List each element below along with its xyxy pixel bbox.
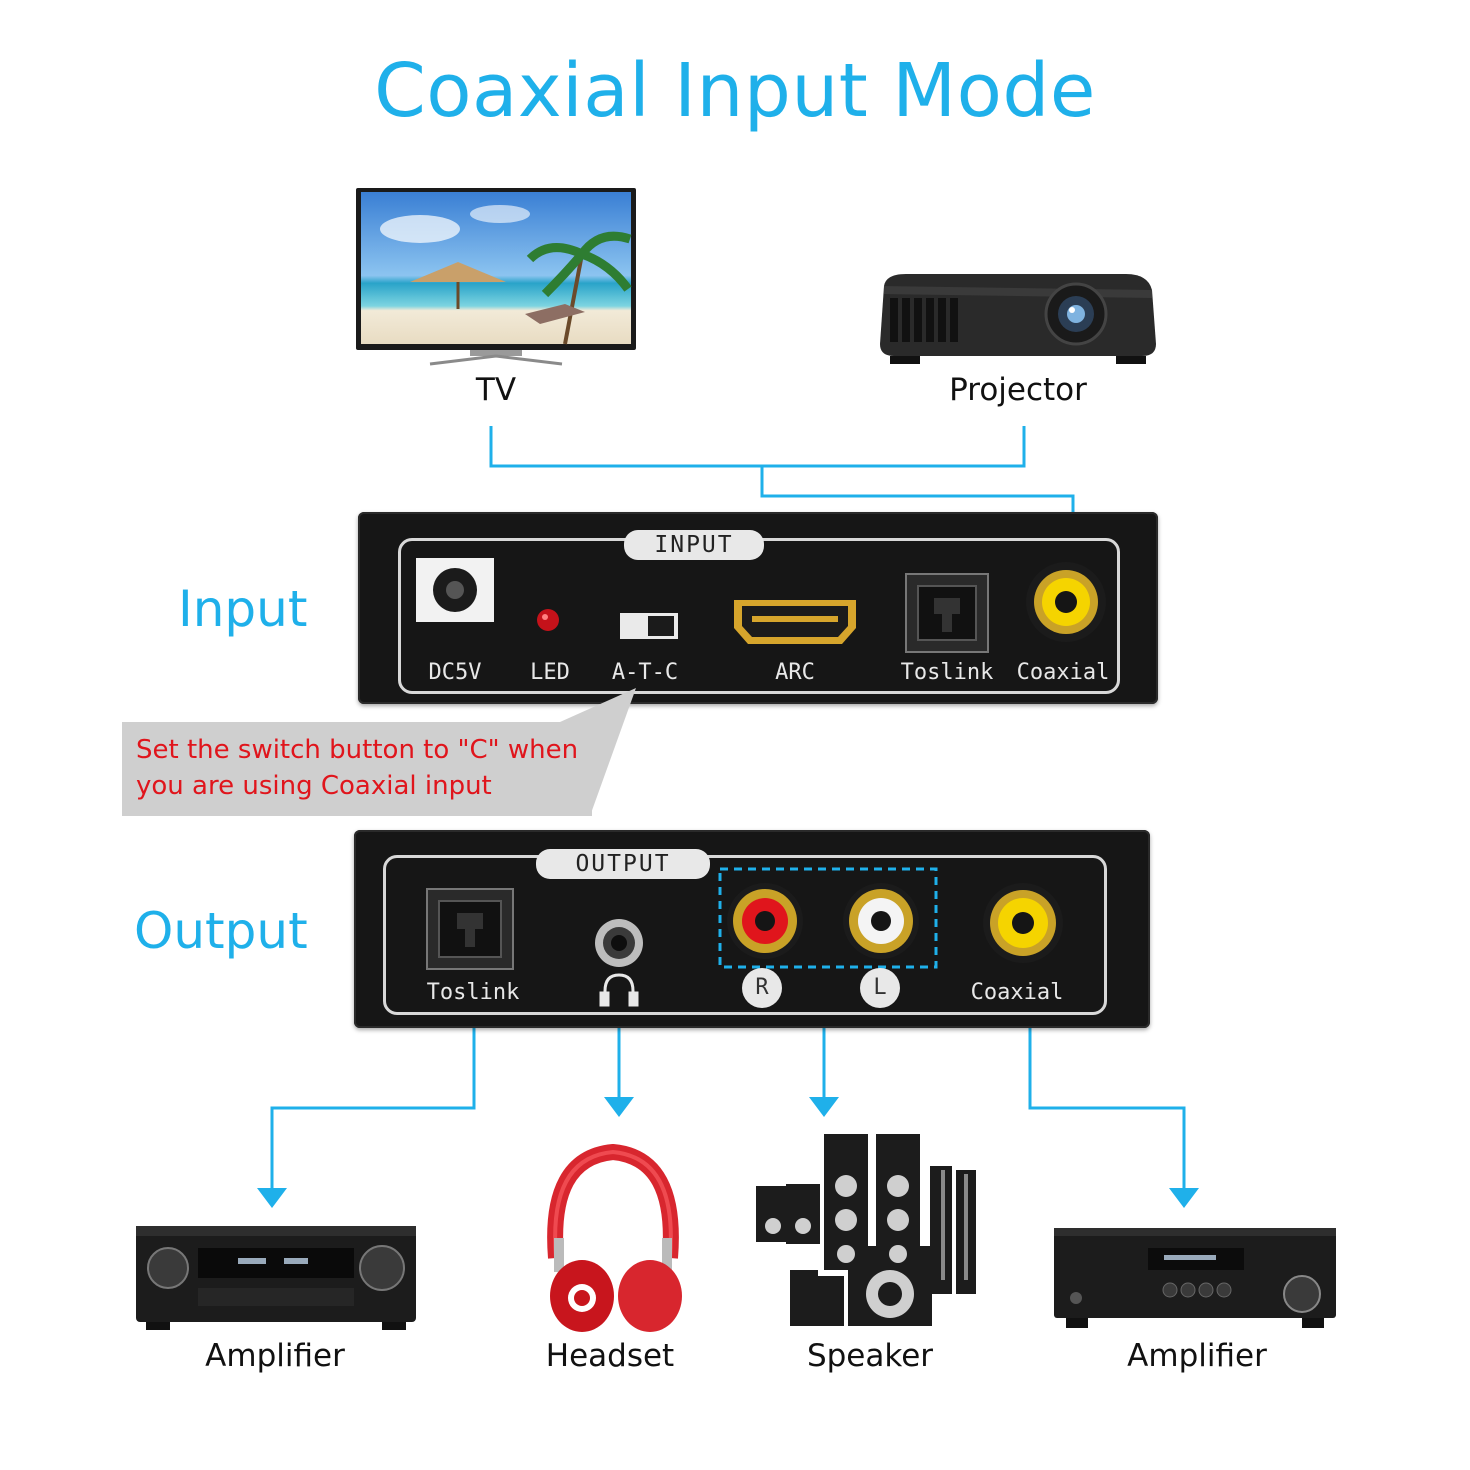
section-label-output: Output [134, 902, 308, 960]
output-panel-ports [426, 867, 1063, 1007]
arrow-icon [809, 1097, 839, 1117]
rca-left-jack-icon [843, 883, 919, 959]
port-label-led: LED [530, 660, 570, 685]
toslink-output-port-icon [426, 888, 514, 970]
port-label-toslink-in: Toslink [900, 660, 994, 685]
headphone-icon [599, 973, 639, 1007]
input-panel-tab: INPUT [624, 530, 764, 560]
rca-right-jack-icon [727, 883, 803, 959]
projector-image [880, 274, 1156, 364]
arrow-icon [1169, 1188, 1199, 1208]
section-label-input: Input [178, 580, 308, 638]
port-label-dc5v: DC5V [428, 660, 482, 685]
port-label-arc: ARC [775, 660, 815, 685]
arrow-icon [257, 1188, 287, 1208]
output-label-amplifier-right: Amplifier [1127, 1338, 1267, 1374]
atc-switch-icon [620, 613, 678, 639]
port-label-coaxial-in: Coaxial [1016, 660, 1110, 685]
output-label-headset: Headset [545, 1338, 675, 1374]
note-callout [122, 722, 592, 816]
output-label-speaker: Speaker [806, 1338, 934, 1374]
port-label-atc: A-T-C [611, 660, 679, 685]
output-panel-frame [383, 855, 1107, 1015]
coaxial-output-jack-icon [983, 883, 1063, 963]
toslink-port-icon [905, 573, 989, 653]
port-label-coaxial-out: Coaxial [970, 980, 1064, 1005]
badge-r: R [742, 968, 782, 1008]
speaker-image [756, 1134, 976, 1326]
source-label-projector: Projector [949, 372, 1087, 408]
page-title: Coaxial Input Mode [374, 48, 1096, 134]
amplifier-image-right [1054, 1228, 1336, 1328]
amplifier-image-left [136, 1226, 416, 1330]
tv-image [356, 188, 636, 366]
hdmi-port-icon [734, 600, 856, 644]
input-panel-ports [416, 558, 1106, 653]
coaxial-input-jack-icon [1026, 562, 1106, 642]
led-icon [537, 609, 559, 631]
output-label-amplifier-left: Amplifier [205, 1338, 345, 1374]
headphone-jack-icon [595, 919, 643, 967]
output-panel-tab: OUTPUT [536, 849, 710, 879]
headset-image [547, 1143, 682, 1332]
connector-coaxial-out [1028, 1012, 1186, 1190]
rca-highlight-frame [718, 867, 938, 969]
badge-l: L [860, 968, 900, 1008]
port-label-toslink-out: Toslink [426, 980, 520, 1005]
connector-tv-projector [489, 426, 1026, 468]
dc-jack-icon [416, 558, 494, 622]
note-text: Set the switch button to "C" when you ar… [136, 735, 579, 801]
connector-toslink-out [270, 1012, 476, 1190]
source-label-tv: TV [475, 372, 517, 408]
arrow-icon [604, 1097, 634, 1117]
